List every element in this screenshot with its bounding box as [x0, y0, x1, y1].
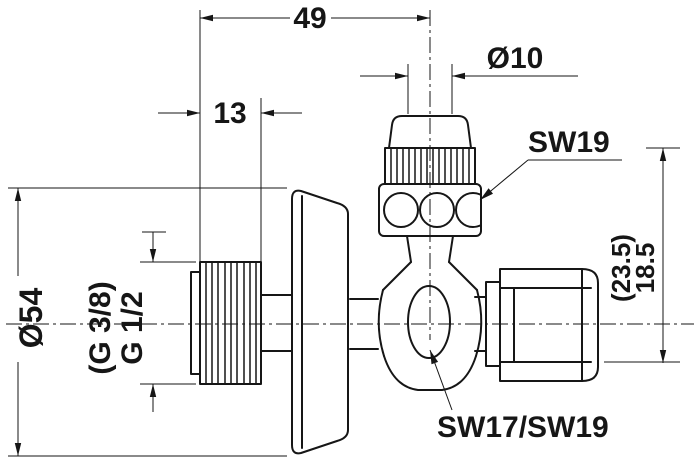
depth-main-label: 18.5 [630, 243, 660, 294]
body-bottom [383, 355, 477, 391]
flange-diameter-label: Ø54 [13, 288, 49, 349]
arrowhead [200, 14, 213, 22]
thread-size-alt-label: (G 3/8) [84, 281, 117, 374]
arrowhead [480, 188, 493, 200]
depth-alt-label: (23.5) [606, 234, 636, 302]
arrowhead [149, 384, 157, 397]
arrowhead [187, 109, 200, 117]
dim-thread-length-label: 13 [213, 97, 246, 130]
dimension-arrowheads [14, 14, 667, 456]
wall-escutcheon [291, 189, 349, 455]
dim-pipe-diameter-label: Ø10 [487, 42, 544, 75]
neck-right-edge [448, 235, 454, 263]
arrowhead [659, 350, 667, 363]
arrowhead [417, 14, 430, 22]
body-side-right [475, 289, 483, 357]
thread-outline [199, 261, 262, 385]
arrowhead [659, 148, 667, 161]
arrowhead [261, 109, 274, 117]
dimension-lines [17, 17, 664, 456]
arrowhead [14, 443, 22, 456]
body-hex-ellipse [407, 285, 451, 359]
neck-left-edge [406, 235, 412, 263]
valve-body [349, 261, 487, 391]
body-flare-left [382, 261, 412, 291]
outlet-assembly [485, 268, 599, 382]
bonnet-assembly [378, 115, 482, 263]
bonnet-wrench-label: SW19 [528, 126, 610, 159]
dimension-texts: 49 13 Ø10 SW19 SW17/SW19 Ø54 (G 3/8) G 1… [13, 2, 660, 444]
knurl-hatching [390, 149, 470, 183]
bonnet-cap [388, 115, 472, 149]
extension-lines [8, 10, 680, 457]
dim-width-label: 49 [293, 2, 326, 35]
centerlines [6, 10, 694, 340]
nut-dimples [383, 192, 480, 228]
bonnet-nut [378, 183, 482, 237]
body-flare-right [448, 261, 478, 291]
arrowhead [395, 72, 408, 80]
valve-thread [190, 261, 293, 385]
thread-hatching [205, 263, 257, 383]
body-side-left [377, 289, 385, 357]
arrowhead [452, 72, 465, 80]
arrowhead [149, 249, 157, 262]
thread-size-main-label: G 1/2 [116, 291, 149, 364]
outlet-compression-nut [499, 268, 599, 382]
escutcheon-outline [291, 189, 349, 455]
body-wrench-label: SW17/SW19 [437, 411, 609, 444]
arrowhead [14, 188, 22, 201]
thread-end-cap [190, 271, 201, 375]
